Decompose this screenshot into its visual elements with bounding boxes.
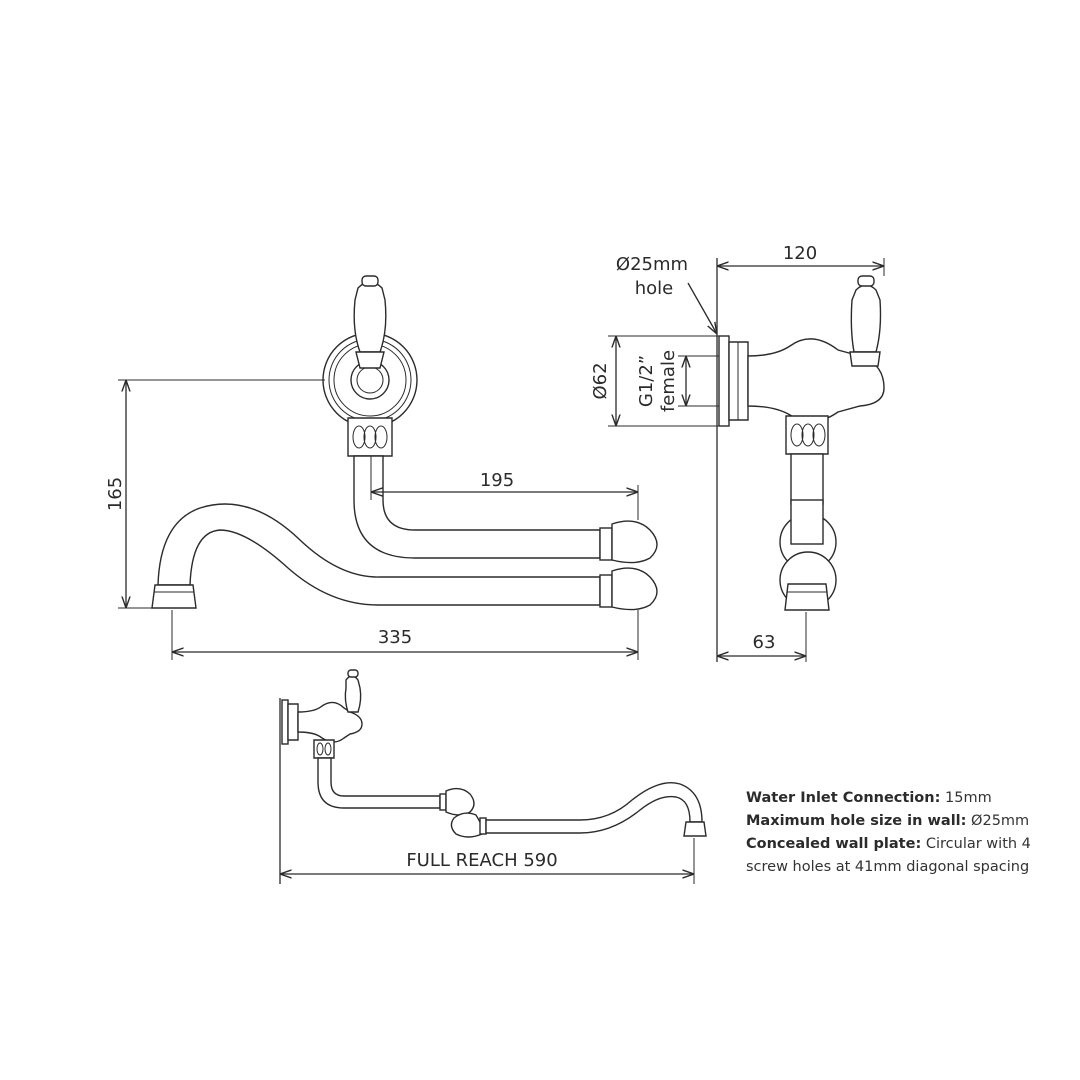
thread-size-label: G1/2” <box>636 355 657 407</box>
spec-max-hole-size: Maximum hole size in wall: Ø25mm <box>746 813 1030 829</box>
side-projection-label: 63 <box>753 632 776 653</box>
side-depth-label: 120 <box>783 243 817 264</box>
front-upper-spout <box>353 455 601 559</box>
specifications-block: Water Inlet Connection: 15mm Maximum hol… <box>746 787 1066 879</box>
hole-label: hole <box>635 278 674 299</box>
hole-diameter-label: Ø25mm <box>616 254 688 275</box>
spec-wall-plate-continued: screw holes at 41mm diagonal spacing <box>746 859 1030 875</box>
front-outlet-reach-label: 195 <box>480 470 514 491</box>
full-reach-view: FULL REACH 590 <box>279 669 707 884</box>
side-lever-handle <box>850 284 882 353</box>
front-height-label: 165 <box>105 477 126 511</box>
side-plate-diameter-label: Ø62 <box>590 362 611 399</box>
front-view: 165 195 335 <box>105 275 658 660</box>
side-view: Ø62 G1/2” female Ø25mm hole 120 63 <box>590 243 885 662</box>
side-wall-plate <box>718 335 730 427</box>
side-vertical-pipe <box>790 453 824 505</box>
front-spout-reach-label: 335 <box>378 627 412 648</box>
full-reach-label: FULL REACH 590 <box>406 850 557 871</box>
side-tap-body <box>747 338 885 423</box>
thread-type-label: female <box>658 350 679 412</box>
spec-wall-plate: Concealed wall plate: Circular with 4 <box>746 836 1031 852</box>
spec-water-inlet: Water Inlet Connection: 15mm <box>746 790 992 806</box>
front-lever-handle <box>353 281 387 353</box>
